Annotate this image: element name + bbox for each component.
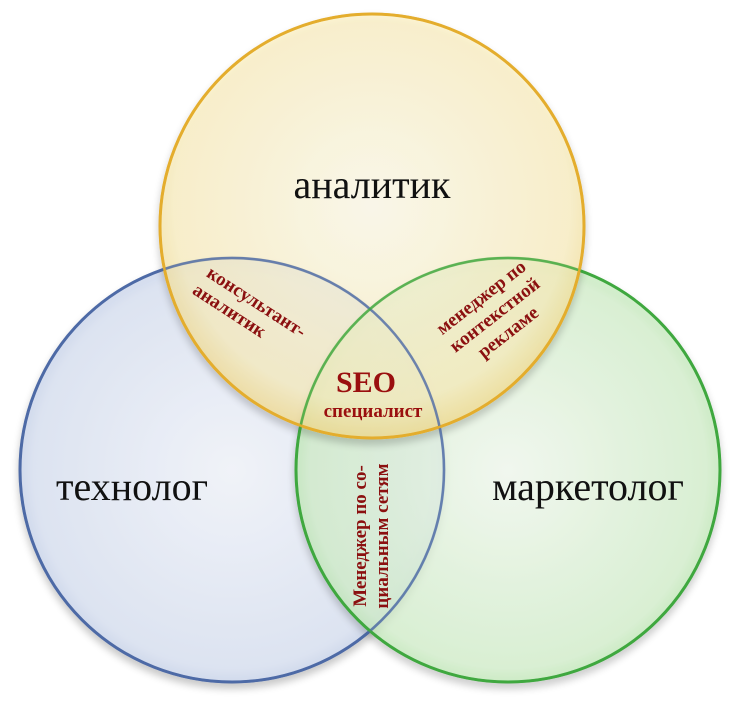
overlap-bottom-line-1: Менеджер по со- (350, 465, 371, 607)
label-marketer: маркетолог (492, 464, 684, 509)
center-subtitle: специалист (324, 401, 423, 422)
overlap-smm-manager: Менеджер по со- циальным сетям (350, 463, 393, 608)
center-title: SEO (336, 366, 396, 399)
label-analyst: аналитик (294, 162, 452, 207)
overlap-bottom-line-2: циальным сетям (372, 463, 393, 608)
label-technologist: технолог (56, 464, 208, 509)
